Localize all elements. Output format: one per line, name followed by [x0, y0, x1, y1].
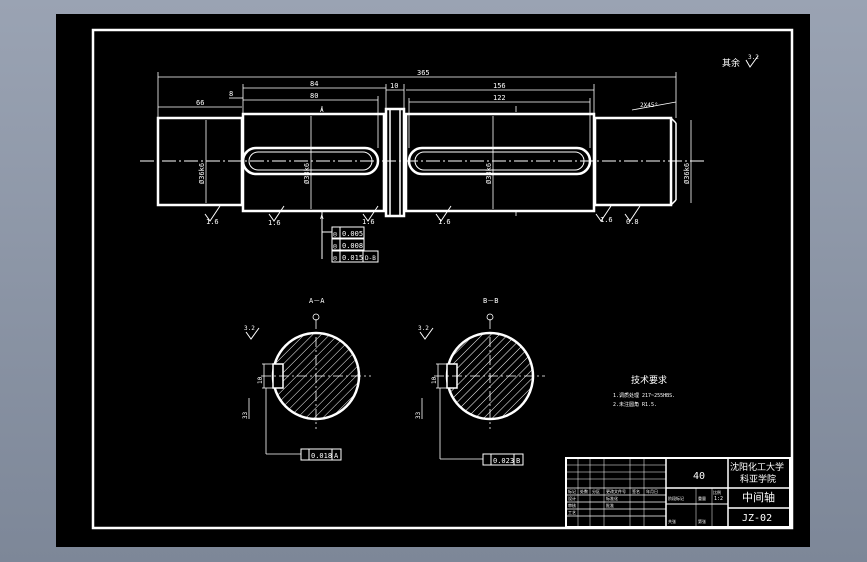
tb-label-1: 处数: [580, 488, 588, 494]
dim-collar: 10: [390, 82, 398, 90]
tb-label-2: 分区: [592, 488, 600, 494]
roughness-3: 1.6: [362, 218, 375, 226]
title-block: [565, 457, 791, 528]
dia-left-key: Ø38k6: [303, 163, 311, 184]
section-b-tolerance: 0.023: [493, 457, 514, 465]
section-view-b: B－B 3.2 10 33 0.023 B: [415, 297, 545, 466]
roughness-symbols: [204, 205, 641, 222]
tolerance-frames: [321, 211, 379, 263]
surface-note-label: 其余: [722, 57, 740, 69]
shaft-right-key-section: [404, 112, 596, 213]
section-a-datum: A: [334, 452, 339, 460]
title-scale: 1:2: [714, 496, 723, 502]
tol-symbol-3: ◎: [333, 254, 338, 262]
tol-symbol-1: ◎: [333, 230, 338, 238]
tol-datum-3: D-B: [365, 255, 376, 262]
tb-label-13: 比例: [713, 489, 721, 495]
shaft-collar: [384, 107, 406, 218]
shaft-right-journal: [593, 116, 673, 207]
tb-label-0: 标记: [568, 488, 576, 494]
section-view-a: A－A 3.2 10 33 0.018 A: [242, 297, 371, 461]
tech-req-title: 技术要求: [631, 374, 667, 386]
title-material: 40: [693, 471, 705, 482]
tb-label-10: 批准: [606, 502, 614, 508]
title-institution-2: 科亚学院: [740, 473, 776, 485]
section-a-tolerance: 0.018: [311, 452, 332, 460]
dim-right-keyseat-group: 156: [493, 82, 506, 90]
dia-right-end: Ø36k6: [683, 163, 691, 184]
section-b-roughness: 3.2: [418, 325, 429, 332]
section-a-roughness: 3.2: [244, 325, 255, 332]
dim-left-journal: 66: [196, 99, 204, 107]
tech-req-item-1: 1.调质处理 217~255HBS.: [613, 392, 675, 399]
section-b-depth: 33: [415, 411, 422, 419]
tb-label-11: 阶段标记: [668, 495, 684, 501]
surface-note-symbol: [745, 55, 759, 68]
dim-left-keyseat-group: 84: [310, 80, 318, 88]
section-mark-a-top: A: [320, 107, 324, 114]
title-institution-1: 沈阳化工大学: [730, 461, 784, 473]
section-a-depth: 33: [242, 411, 249, 419]
tb-label-4: 签名: [632, 488, 640, 494]
roughness-4: 1.6: [438, 218, 451, 226]
section-a-width: 10: [257, 376, 264, 384]
section-a-title: A－A: [309, 297, 325, 305]
drawing-sheet: 365 66 8 84 80 10 156 122 2X45° Ø36k6 Ø3…: [56, 14, 810, 547]
tb-label-6: 设计: [568, 495, 576, 501]
title-drawing-number: JZ-02: [742, 513, 772, 524]
tb-label-15: 第张: [698, 518, 706, 524]
dim-overall-length: 365: [417, 69, 430, 77]
tb-label-12: 重量: [698, 495, 706, 501]
surface-note-value: 3.2: [748, 54, 759, 61]
dia-right-key: Ø38k6: [485, 163, 493, 184]
shaft-left-key-section: [241, 112, 386, 213]
drawing-border: [91, 28, 794, 530]
tb-label-7: 审核: [568, 502, 576, 508]
roughness-6: 0.8: [626, 218, 639, 226]
left-keyseat: [241, 146, 380, 176]
tb-label-8: 工艺: [568, 510, 576, 515]
dia-left-end: Ø36k6: [198, 163, 206, 184]
dimension-lines: [157, 72, 692, 216]
drawing-canvas: 365 66 8 84 80 10 156 122 2X45° Ø36k6 Ø3…: [91, 28, 794, 530]
roughness-5: 1.6: [600, 216, 613, 224]
dim-right-keyseat: 122: [493, 94, 506, 102]
roughness-1: 1.6: [206, 218, 219, 226]
tol-value-1: 0.005: [342, 230, 363, 238]
roughness-2: 1.6: [268, 219, 281, 227]
section-b-datum: B: [516, 457, 520, 465]
dim-left-step: 8: [229, 90, 233, 98]
tech-req-item-2: 2.未注圆角 R1.5.: [613, 401, 657, 408]
chamfer-label: 2X45°: [640, 102, 658, 109]
tb-label-3: 更改文件号: [606, 488, 626, 494]
tol-symbol-2: ◎: [333, 242, 338, 250]
section-b-title: B－B: [483, 297, 498, 305]
right-keyseat: [407, 146, 592, 176]
tb-label-9: 标准化: [606, 495, 618, 501]
tol-value-3: 0.015: [342, 254, 363, 262]
dim-left-keyseat: 80: [310, 92, 318, 100]
title-part-name: 中间轴: [742, 490, 775, 504]
tb-label-5: 年月日: [646, 488, 658, 494]
tb-label-14: 共张: [668, 518, 676, 524]
tol-value-2: 0.008: [342, 242, 363, 250]
section-b-width: 10: [431, 376, 438, 384]
shaft-main-view: [140, 107, 704, 218]
